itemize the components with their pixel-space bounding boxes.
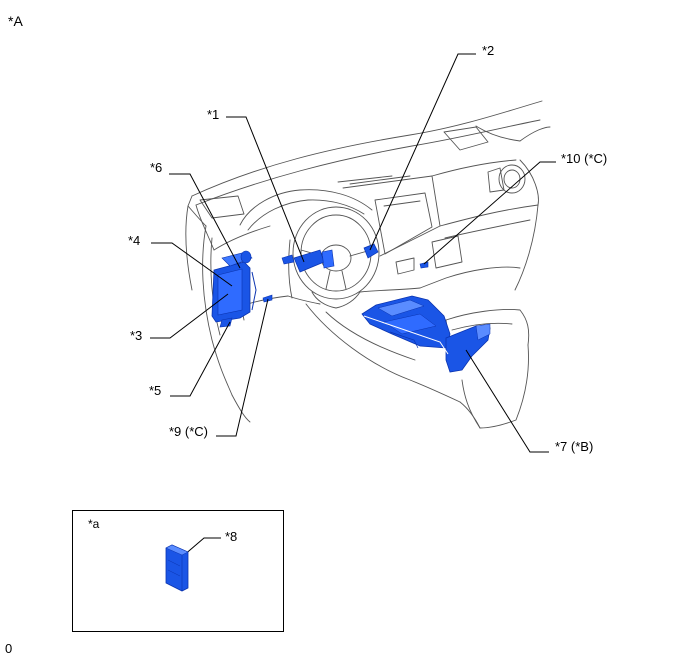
- inset-label: *a: [88, 517, 100, 531]
- callout-5: *5: [149, 383, 162, 398]
- footer-code: 0: [5, 641, 13, 656]
- callout-3: *3: [130, 328, 143, 343]
- callout-7: *7 (*B): [555, 439, 594, 454]
- inset-box: [72, 510, 284, 632]
- callout-2: *2: [482, 43, 495, 58]
- callout-4: *4: [128, 233, 141, 248]
- highlighted-components: [211, 243, 491, 373]
- callout-8: *8: [225, 529, 238, 544]
- inset-component: [165, 544, 189, 592]
- callout-6: *6: [150, 160, 163, 175]
- leader-lines: [150, 53, 556, 563]
- callout-10: *10 (*C): [561, 151, 608, 166]
- view-label: *A: [8, 13, 23, 29]
- callout-9: *9 (*C): [169, 424, 209, 439]
- callout-1: *1: [207, 107, 220, 122]
